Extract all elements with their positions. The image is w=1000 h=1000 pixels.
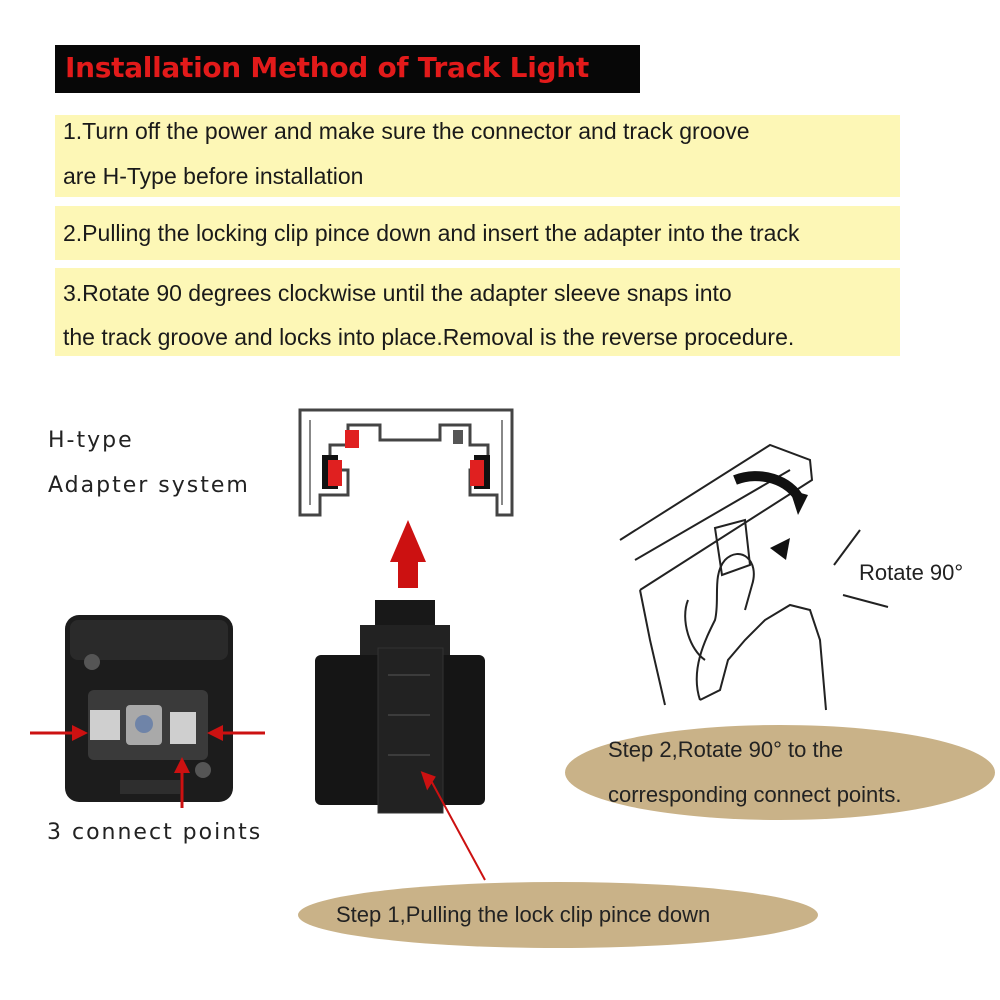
adapter-system-label: Adapter system	[48, 473, 250, 498]
step-3-line-1: 3.Rotate 90 degrees clockwise until the …	[63, 280, 732, 306]
connector-front-view	[65, 615, 233, 802]
step-2-callout-line-1: Step 2,Rotate 90° to the	[608, 737, 844, 762]
title-bar: Installation Method of Track Light	[55, 45, 640, 93]
step-2-callout-line-2: corresponding connect points.	[608, 782, 902, 807]
step-1-line-1: 1.Turn off the power and make sure the c…	[63, 118, 750, 144]
step-1-box: 1.Turn off the power and make sure the c…	[55, 115, 900, 197]
rotate-label: Rotate 90°	[859, 560, 964, 585]
connect-points-label: 3 connect points	[47, 820, 263, 845]
connect-point-arrows	[30, 725, 265, 808]
step-2-callout: Step 2,Rotate 90° to the corresponding c…	[565, 725, 995, 820]
step-3-line-2: the track groove and locks into place.Re…	[63, 324, 795, 350]
rotate-arrow-icon	[733, 471, 808, 560]
step-1-callout: Step 1,Pulling the lock clip pince down	[298, 882, 818, 948]
motion-lines	[833, 529, 889, 608]
step-1-line-2: are H-Type before installation	[63, 163, 364, 189]
htype-label: H-type	[48, 428, 134, 453]
step-2-box: 2.Pulling the locking clip pince down an…	[55, 206, 900, 260]
step-2-line-1: 2.Pulling the locking clip pince down an…	[63, 220, 800, 246]
step-3-box: 3.Rotate 90 degrees clockwise until the …	[55, 268, 900, 356]
adapter-side-view	[315, 600, 485, 814]
hand-rotation-sketch	[619, 443, 827, 711]
track-cross-section-icon	[298, 408, 514, 517]
up-arrow-icon	[390, 520, 426, 588]
pointer-arrow-icon	[420, 771, 486, 881]
page-title: Installation Method of Track Light	[65, 51, 589, 84]
step-1-callout-text: Step 1,Pulling the lock clip pince down	[336, 902, 711, 927]
